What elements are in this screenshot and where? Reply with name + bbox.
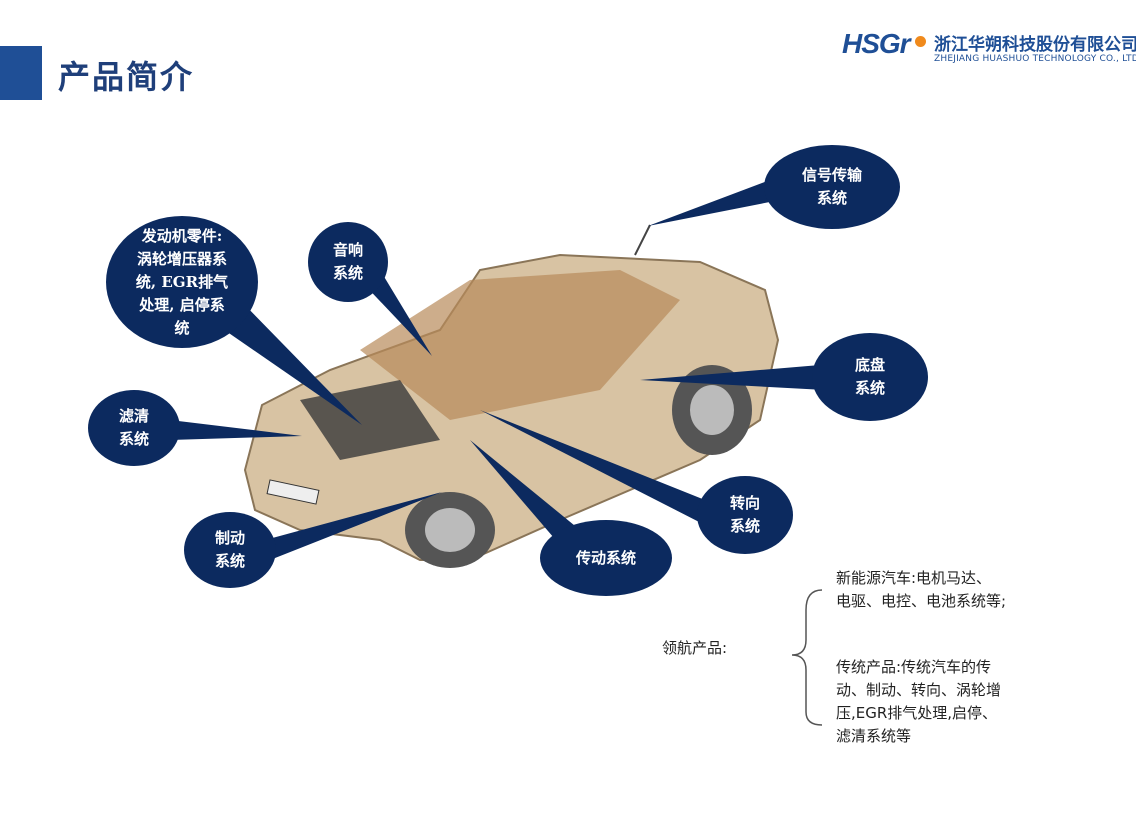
products-new-energy: 新能源汽车:电机马达、 电驱、电控、电池系统等; [836,569,1007,610]
page-title: 产品简介 [58,58,195,96]
callout-brake: 制动 系统 [214,529,245,570]
company-name-en: ZHEJIANG HUASHUO TECHNOLOGY CO., LTD. [934,54,1136,64]
logo-mark: HSGr [842,28,911,59]
callout-bubbles [88,145,928,596]
callout-transmission: 传动系统 [575,548,636,567]
callout-audio: 音响 系统 [332,241,363,282]
callout-pointers [170,180,825,560]
title-accent-bar [0,46,42,100]
callout-filter: 滤清 系统 [118,407,149,448]
callout-engine: 发动机零件: 涡轮增压器系 统, EGR排气 处理, 启停系 统 [135,226,229,337]
company-name-cn: 浙江华朔科技股份有限公司 [934,35,1136,55]
products-label: 领航产品: [662,639,728,657]
products-traditional: 传统产品:传统汽车的传 动、制动、转向、涡轮增 压,EGR排气处理,启停、 滤清… [836,658,1002,745]
callout-signal: 信号传输 系统 [801,166,862,207]
callout-steering: 转向 系统 [729,494,760,535]
callout-chassis: 底盘 系统 [854,356,885,397]
car-body [243,224,780,568]
logo-dot-icon [915,36,926,47]
brace [791,589,823,726]
company-logo: HSGr 浙江华朔科技股份有限公司 ZHEJIANG HUASHUO TECHN… [842,26,1136,70]
